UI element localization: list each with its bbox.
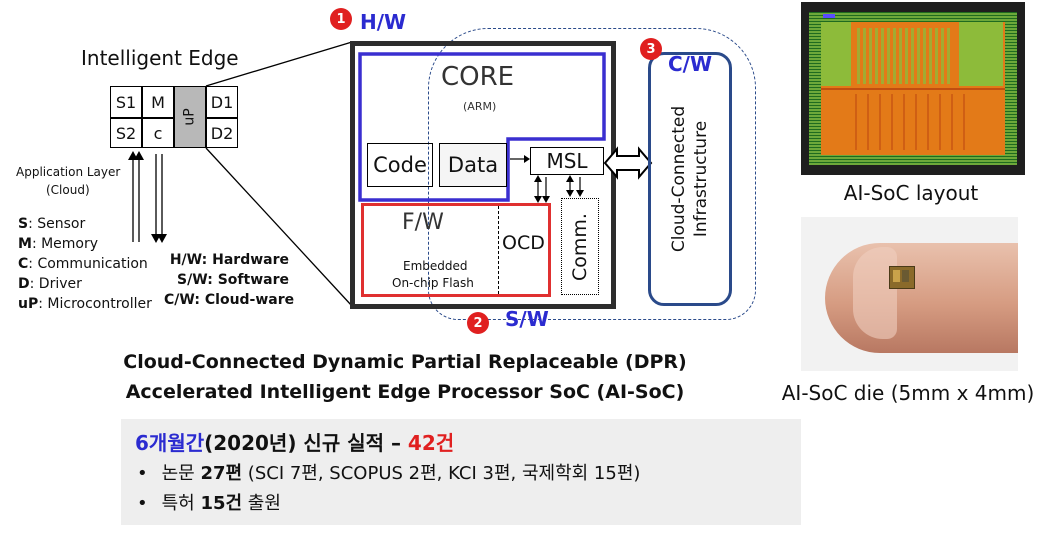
summary-panel: 6개월간(2020년) 신규 실적 – 42건 •논문 27편 (SCI 7편,… xyxy=(121,419,801,525)
cell-m: M xyxy=(142,86,174,118)
cell-s1: S1 xyxy=(110,86,142,118)
legend-item: D: Driver xyxy=(18,276,82,292)
soc-layout-image xyxy=(801,2,1025,175)
data-box: Data xyxy=(439,143,507,187)
cloud-label: (Cloud) xyxy=(46,183,90,197)
die-caption: AI-SoC die (5mm x 4mm) xyxy=(781,381,1035,405)
cell-s2: S2 xyxy=(110,118,142,148)
hw-label: H/W xyxy=(360,10,407,34)
cloud-infrastructure-label: Cloud-Connected Infrastructure xyxy=(669,105,711,253)
comm-label: Comm. xyxy=(569,212,591,281)
cell-c: c xyxy=(142,118,174,148)
abbreviation-legend: S: Sensor M: Memory C: Communication D: … xyxy=(18,214,152,314)
edge-title: Intelligent Edge xyxy=(81,46,239,70)
ware-sw: S/W: Software xyxy=(177,272,289,288)
sw-label: S/W xyxy=(505,307,549,331)
embedded-label: Embedded xyxy=(403,259,468,273)
code-box: Code xyxy=(367,143,433,187)
bus-arrows xyxy=(510,155,584,203)
badge-1: 1 xyxy=(330,8,352,30)
flash-label: On-chip Flash xyxy=(392,276,474,290)
ocd-label: OCD xyxy=(502,232,545,254)
cw-label: C/W xyxy=(668,52,713,76)
ware-legend: H/W: Hardware S/W: Software C/W: Cloud-w… xyxy=(164,250,295,310)
layout-caption: AI-SoC layout xyxy=(843,181,979,205)
app-layer-label: Application Layer xyxy=(16,165,121,179)
core-label: CORE xyxy=(441,62,515,92)
fw-box xyxy=(361,203,551,297)
fw-label: F/W xyxy=(402,210,444,235)
sw-region xyxy=(428,28,756,320)
summary-bullet-papers: •논문 27편 (SCI 7편, SCOPUS 2편, KCI 3편, 국제학회… xyxy=(137,463,641,484)
cell-up: uP xyxy=(174,86,206,148)
soc-die-photo xyxy=(801,217,1018,371)
legend-item: M: Memory xyxy=(18,236,99,252)
badge-2: 2 xyxy=(467,312,489,334)
fw-divider xyxy=(498,206,499,294)
cell-d1: D1 xyxy=(206,86,238,118)
cloud-link-arrow xyxy=(603,146,653,180)
legend-item: S: Sensor xyxy=(18,216,86,232)
cell-d2: D2 xyxy=(206,118,238,148)
summary-heading: 6개월간(2020년) 신규 실적 – 42건 xyxy=(135,431,455,455)
legend-item: C: Communication xyxy=(18,256,148,272)
ware-cw: C/W: Cloud-ware xyxy=(164,292,295,308)
arm-label: (ARM) xyxy=(463,100,497,113)
badge-3: 3 xyxy=(640,38,662,60)
comm-box: Comm. xyxy=(561,198,599,295)
vertical-arrows xyxy=(128,151,167,243)
title-line-2: Accelerated Intelligent Edge Processor S… xyxy=(125,381,685,403)
cloud-infrastructure-box: Cloud-Connected Infrastructure xyxy=(648,52,732,306)
ware-hw: H/W: Hardware xyxy=(169,252,289,268)
msl-box: MSL xyxy=(530,147,604,175)
hw-frame xyxy=(350,41,616,309)
legend-item: uP: Microcontroller xyxy=(18,296,152,312)
title-line-1: Cloud-Connected Dynamic Partial Replacea… xyxy=(123,351,687,373)
core-box xyxy=(358,52,606,202)
summary-bullet-patents: •특허 15건 출원 xyxy=(137,493,281,514)
